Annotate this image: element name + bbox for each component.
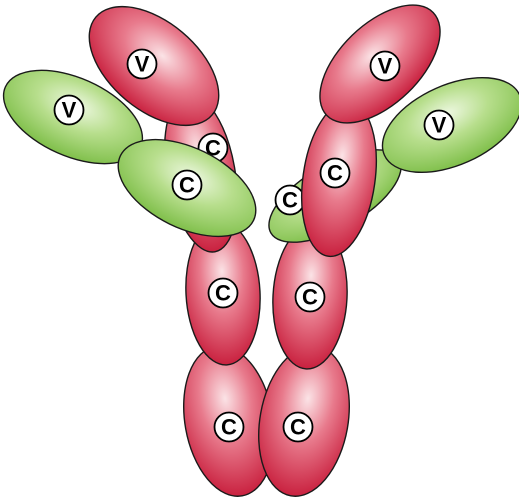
light-left-c-label: C <box>179 173 195 198</box>
heavy-right-c1-label: C <box>327 161 343 186</box>
light-left-v-label: V <box>62 98 77 123</box>
heavy-right-v-label: V <box>378 54 393 79</box>
heavy-left-c4-label: C <box>221 415 237 440</box>
heavy-left-v-label: V <box>135 52 150 77</box>
light-right-v-label: V <box>432 113 447 138</box>
heavy-left-c3-label: C <box>215 281 231 306</box>
light-right-c-label: C <box>282 188 298 213</box>
heavy-right-c3-label: C <box>302 285 318 310</box>
heavy-right-c4-label: C <box>290 415 306 440</box>
